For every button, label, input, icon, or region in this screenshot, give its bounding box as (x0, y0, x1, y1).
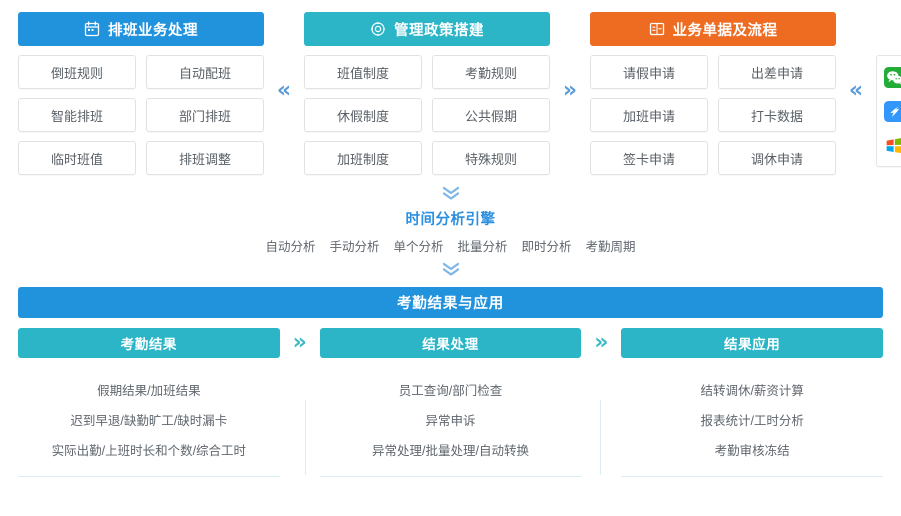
result-line: 异常申诉 (425, 414, 476, 428)
module-cell[interactable]: 特殊规则 (432, 141, 550, 175)
engine-item[interactable]: 自动分析 (265, 240, 316, 254)
connector-col2-col3: » (550, 12, 590, 142)
connector-card2-card3: » (581, 328, 621, 354)
module-cell[interactable]: 公共假期 (432, 98, 550, 132)
module-grid-documents: 请假申请 出差申请 加班申请 打卡数据 签卡申请 调休申请 (590, 55, 836, 175)
module-cell[interactable]: 请假申请 (590, 55, 708, 89)
module-cell[interactable]: 临时班值 (18, 141, 136, 175)
dingtalk-icon[interactable] (883, 100, 901, 122)
module-cell[interactable]: 签卡申请 (590, 141, 708, 175)
card-separator-2 (600, 400, 601, 475)
module-title-policy: 管理政策搭建 (394, 22, 484, 39)
module-cell[interactable]: 班值制度 (304, 55, 422, 89)
module-title-documents: 业务单据及流程 (672, 22, 778, 39)
result-card-body: 结转调休/薪资计算 报表统计/工时分析 考勤审核冻结 (621, 376, 884, 477)
engine-item[interactable]: 手动分析 (329, 240, 380, 254)
module-column-scheduling: 排班业务处理 倒班规则 自动配班 智能排班 部门排班 临时班值 排班调整 (18, 12, 264, 175)
result-card-body: 假期结果/加班结果 迟到早退/缺勤旷工/缺时漏卡 实际出勤/上班时长和个数/综合… (18, 376, 280, 477)
card-separator-1 (305, 400, 306, 475)
engine-items-list: 自动分析 手动分析 单个分析 批量分析 即时分析 考勤周期 (0, 236, 901, 255)
module-cell[interactable]: 智能排班 (18, 98, 136, 132)
wechat-icon[interactable] (883, 66, 901, 88)
module-header-documents[interactable]: 业务单据及流程 (590, 12, 836, 46)
calendar-icon (84, 21, 100, 37)
module-cell[interactable]: 排班调整 (146, 141, 264, 175)
module-cell[interactable]: 加班制度 (304, 141, 422, 175)
result-line: 假期结果/加班结果 (97, 384, 201, 398)
module-cell[interactable]: 出差申请 (718, 55, 836, 89)
engine-item[interactable]: 即时分析 (521, 240, 572, 254)
chevron-right-icon: » (292, 330, 307, 355)
engine-title: 时间分析引擎 (405, 212, 496, 228)
results-section: 考勤结果与应用 考勤结果 假期结果/加班结果 迟到早退/缺勤旷工/缺时漏卡 实际… (0, 279, 901, 477)
chevron-left-icon: « (276, 78, 292, 103)
module-column-policy: 管理政策搭建 班值制度 考勤规则 休假制度 公共假期 加班制度 特殊规则 (304, 12, 550, 175)
module-cell[interactable]: 自动配班 (146, 55, 264, 89)
chevron-left-icon: « (848, 78, 864, 103)
result-card-title[interactable]: 结果应用 (621, 328, 884, 358)
module-cell[interactable]: 调休申请 (718, 141, 836, 175)
result-card-result-processing: 结果处理 员工查询/部门检查 异常申诉 异常处理/批量处理/自动转换 (319, 328, 582, 477)
module-cell[interactable]: 考勤规则 (432, 55, 550, 89)
module-column-documents: 业务单据及流程 请假申请 出差申请 加班申请 打卡数据 签卡申请 调休申请 (590, 12, 836, 175)
result-card-attendance-results: 考勤结果 假期结果/加班结果 迟到早退/缺勤旷工/缺时漏卡 实际出勤/上班时长和… (18, 328, 280, 477)
result-line: 报表统计/工时分析 (700, 414, 804, 428)
module-cell[interactable]: 加班申请 (590, 98, 708, 132)
chevron-double-down-icon-top (0, 185, 901, 203)
module-header-policy[interactable]: 管理政策搭建 (304, 12, 550, 46)
result-line: 员工查询/部门检查 (398, 384, 503, 398)
module-cell[interactable]: 休假制度 (304, 98, 422, 132)
top-modules-section: 排班业务处理 倒班规则 自动配班 智能排班 部门排班 临时班值 排班调整 « (0, 0, 901, 175)
module-cell[interactable]: 部门排班 (146, 98, 264, 132)
chevron-right-icon: » (562, 78, 578, 103)
result-card-title[interactable]: 结果处理 (319, 328, 582, 358)
module-cell[interactable]: 打卡数据 (718, 98, 836, 132)
settings-gear-icon (370, 21, 386, 37)
chevron-right-icon: » (594, 330, 609, 355)
module-grid-policy: 班值制度 考勤规则 休假制度 公共假期 加班制度 特殊规则 (304, 55, 550, 175)
module-cell[interactable]: 倒班规则 (18, 55, 136, 89)
module-title-scheduling: 排班业务处理 (108, 22, 198, 39)
engine-item[interactable]: 批量分析 (457, 240, 508, 254)
result-card-result-application: 结果应用 结转调休/薪资计算 报表统计/工时分析 考勤审核冻结 (621, 328, 884, 477)
document-form-icon (649, 21, 665, 37)
result-line: 考勤审核冻结 (714, 444, 790, 458)
result-line: 结转调休/薪资计算 (700, 384, 804, 398)
engine-item[interactable]: 考勤周期 (585, 240, 636, 254)
result-card-body: 员工查询/部门检查 异常申诉 异常处理/批量处理/自动转换 (319, 376, 582, 477)
result-line: 迟到早退/缺勤旷工/缺时漏卡 (70, 414, 228, 428)
result-line: 实际出勤/上班时长和个数/综合工时 (51, 444, 247, 458)
integration-apps-rail (876, 55, 901, 167)
module-grid-scheduling: 倒班规则 自动配班 智能排班 部门排班 临时班值 排班调整 (18, 55, 264, 175)
result-card-title[interactable]: 考勤结果 (18, 328, 280, 358)
windows-icon[interactable] (884, 135, 901, 156)
results-cards-row: 考勤结果 假期结果/加班结果 迟到早退/缺勤旷工/缺时漏卡 实际出勤/上班时长和… (18, 328, 884, 477)
chevron-double-down-icon-bottom (0, 261, 901, 279)
connector-col1-col2: « (264, 12, 304, 142)
time-analysis-engine: 时间分析引擎 自动分析 手动分析 单个分析 批量分析 即时分析 考勤周期 (0, 185, 901, 279)
connector-col3-rail: « (836, 12, 876, 142)
engine-item[interactable]: 单个分析 (393, 240, 444, 254)
result-line: 异常处理/批量处理/自动转换 (372, 444, 529, 458)
results-banner: 考勤结果与应用 (18, 287, 883, 318)
connector-card1-card2: » (280, 328, 320, 354)
module-header-scheduling[interactable]: 排班业务处理 (18, 12, 264, 46)
